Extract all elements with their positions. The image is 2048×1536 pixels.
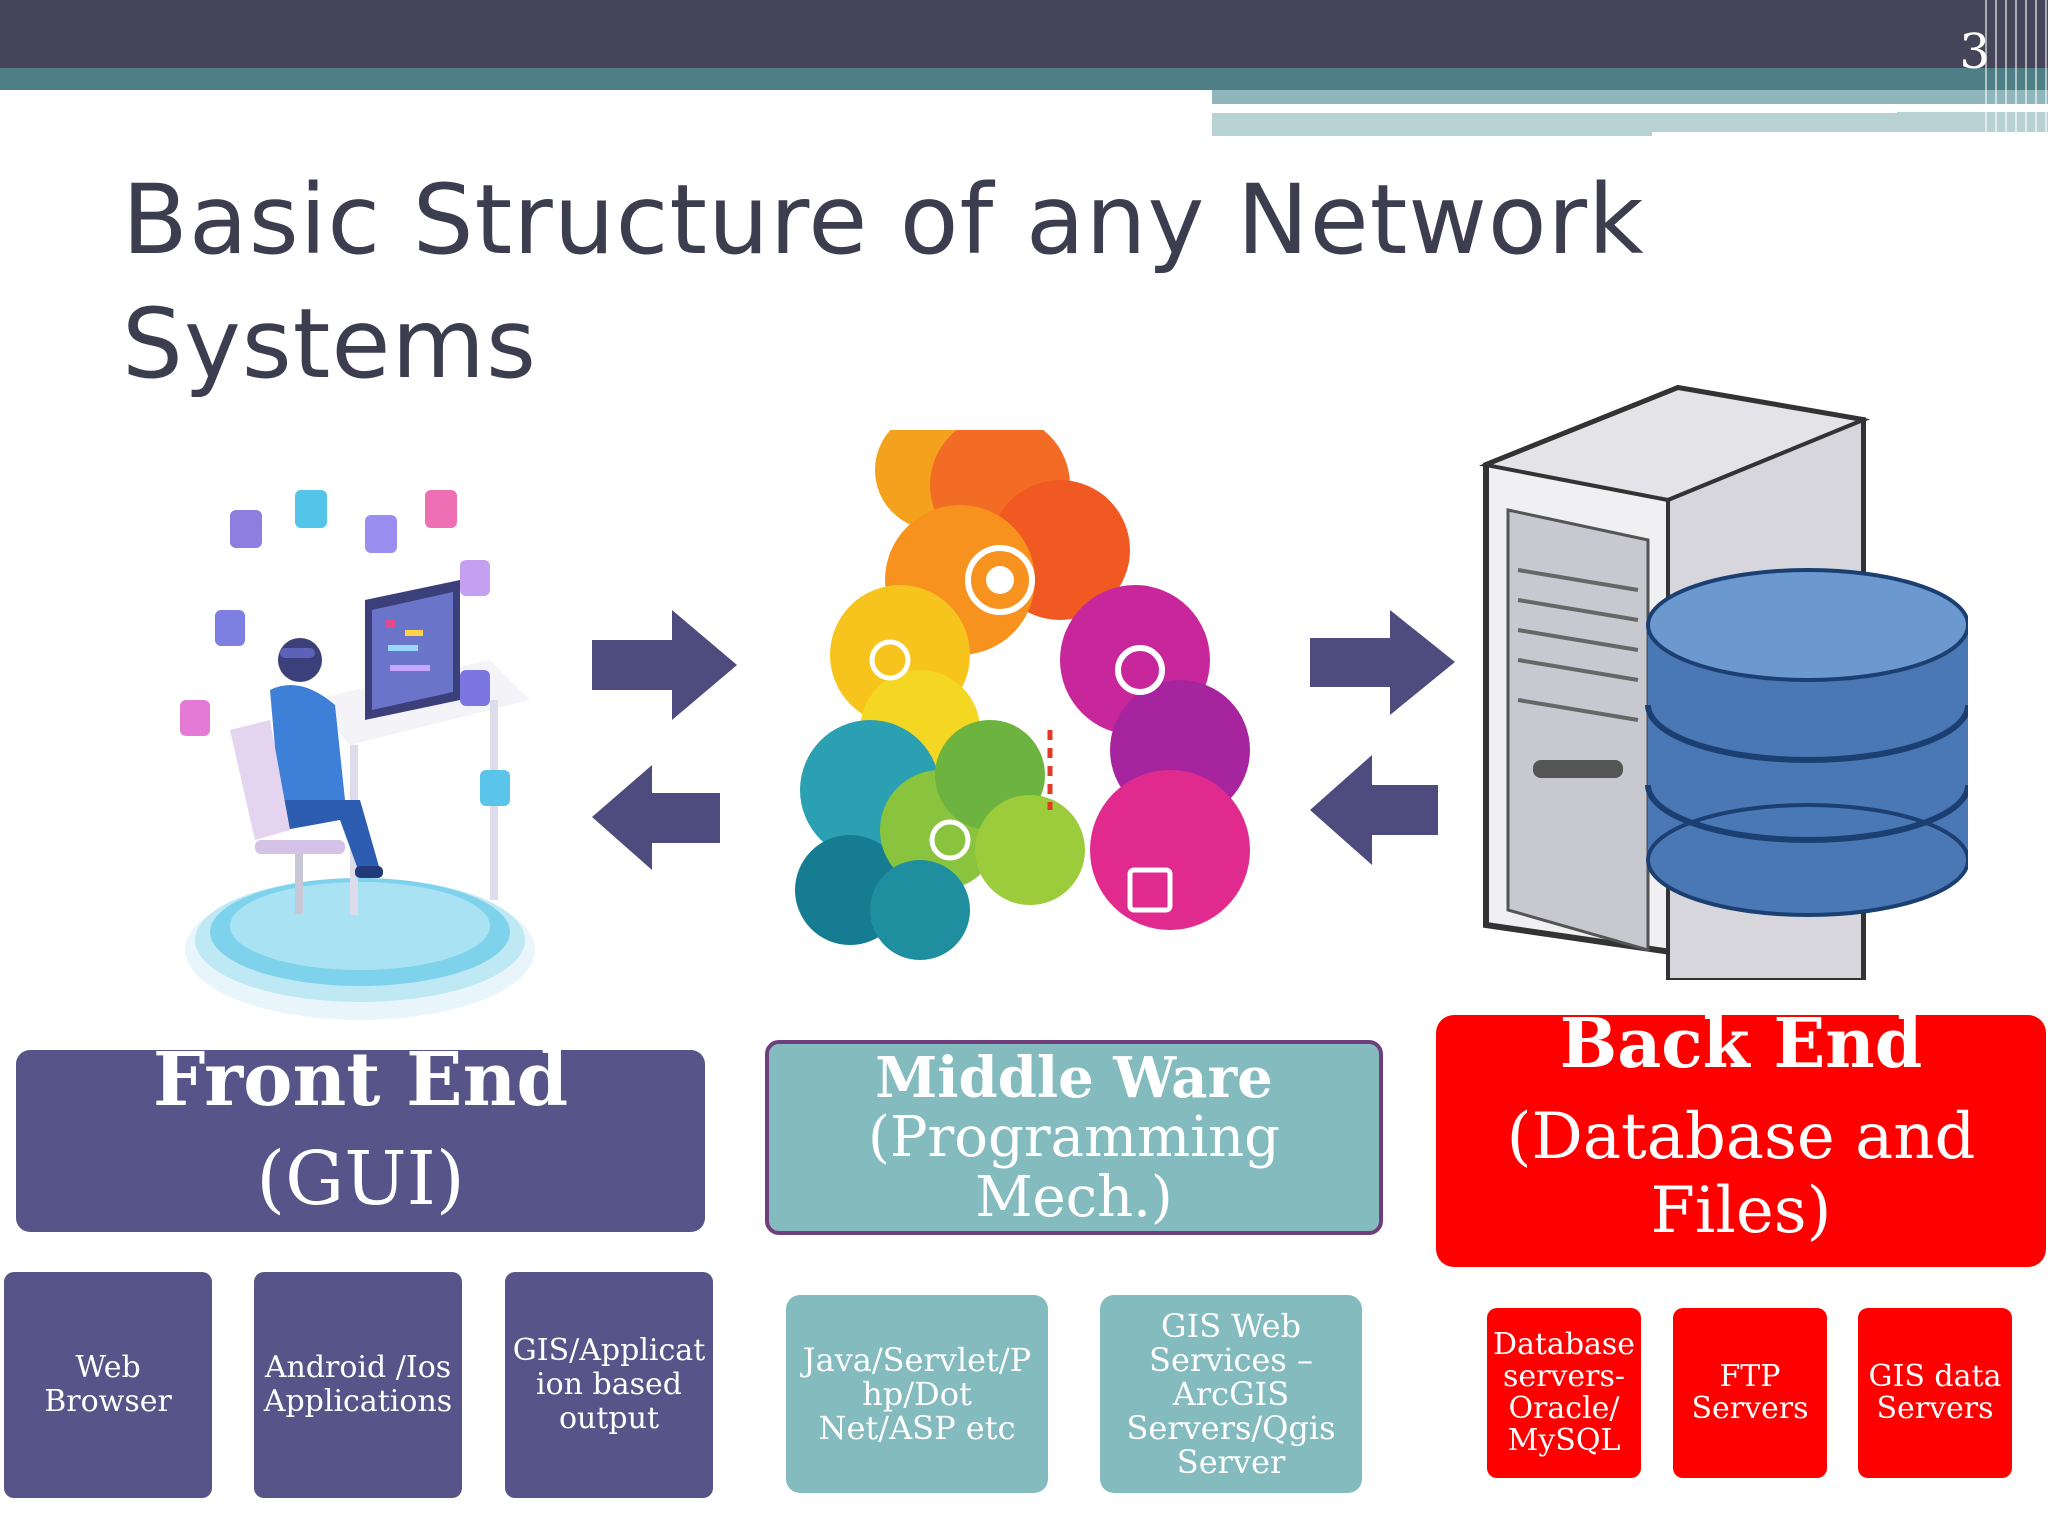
middle-ware-subtitle-line-2: Mech.) xyxy=(975,1164,1173,1230)
header-divider-line-2 xyxy=(1652,132,2048,138)
middle-ware-title: Middle Ware xyxy=(875,1044,1273,1111)
front-end-title: Front End xyxy=(152,1037,569,1123)
back-end-item-gis-data-servers: GIS data Servers xyxy=(1858,1308,2012,1478)
slide-title: Basic Structure of any Network Systems xyxy=(122,158,1722,406)
front-end-item-mobile-apps: Android /Ios Applications xyxy=(254,1272,462,1498)
back-end-subtitle-line-1: (Database and xyxy=(1506,1100,1976,1174)
back-end-subtitle-line-2: Files) xyxy=(1650,1174,1832,1248)
header-bar xyxy=(0,0,2048,68)
arrow-left-icon xyxy=(592,765,720,870)
server-database-illustration xyxy=(1478,384,1968,980)
arrow-right-icon xyxy=(1310,610,1455,715)
header-stripes xyxy=(1985,0,2048,138)
back-end-title: Back End xyxy=(1559,1004,1923,1084)
back-end-item-database-servers: Database servers- Oracle/ MySQL xyxy=(1487,1308,1641,1478)
slide-number: 3 xyxy=(1959,24,1990,80)
front-end-header: Front End (GUI) xyxy=(16,1040,705,1232)
middle-ware-header: Middle Ware (Programming Mech.) xyxy=(765,1040,1383,1235)
slide-title-line-2: Systems xyxy=(122,288,537,400)
slide-title-line-1: Basic Structure of any Network xyxy=(122,164,1645,276)
front-end-item-gis-output: GIS/Applicat ion based output xyxy=(505,1272,713,1498)
back-end-item-ftp-servers: FTP Servers xyxy=(1673,1308,1827,1478)
middle-ware-item-gis-services: GIS Web Services – ArcGIS Servers/Qgis S… xyxy=(1100,1295,1362,1493)
front-end-item-web-browser: Web Browser xyxy=(4,1272,212,1498)
arrow-left-icon xyxy=(1310,755,1438,865)
arrow-right-icon xyxy=(592,610,737,720)
middle-ware-item-languages: Java/Servlet/P hp/Dot Net/ASP etc xyxy=(786,1295,1048,1493)
middle-ware-subtitle-line-1: (Programming xyxy=(867,1104,1281,1170)
front-end-subtitle: (GUI) xyxy=(256,1136,465,1222)
programming-clouds-illustration xyxy=(795,430,1250,960)
header-accent-bar-light xyxy=(1212,90,2048,104)
back-end-header: Back End (Database and Files) xyxy=(1436,1004,2046,1267)
developer-illustration xyxy=(180,490,535,1020)
header-accent-bar xyxy=(0,68,2048,90)
header-divider-line xyxy=(1212,108,1897,113)
